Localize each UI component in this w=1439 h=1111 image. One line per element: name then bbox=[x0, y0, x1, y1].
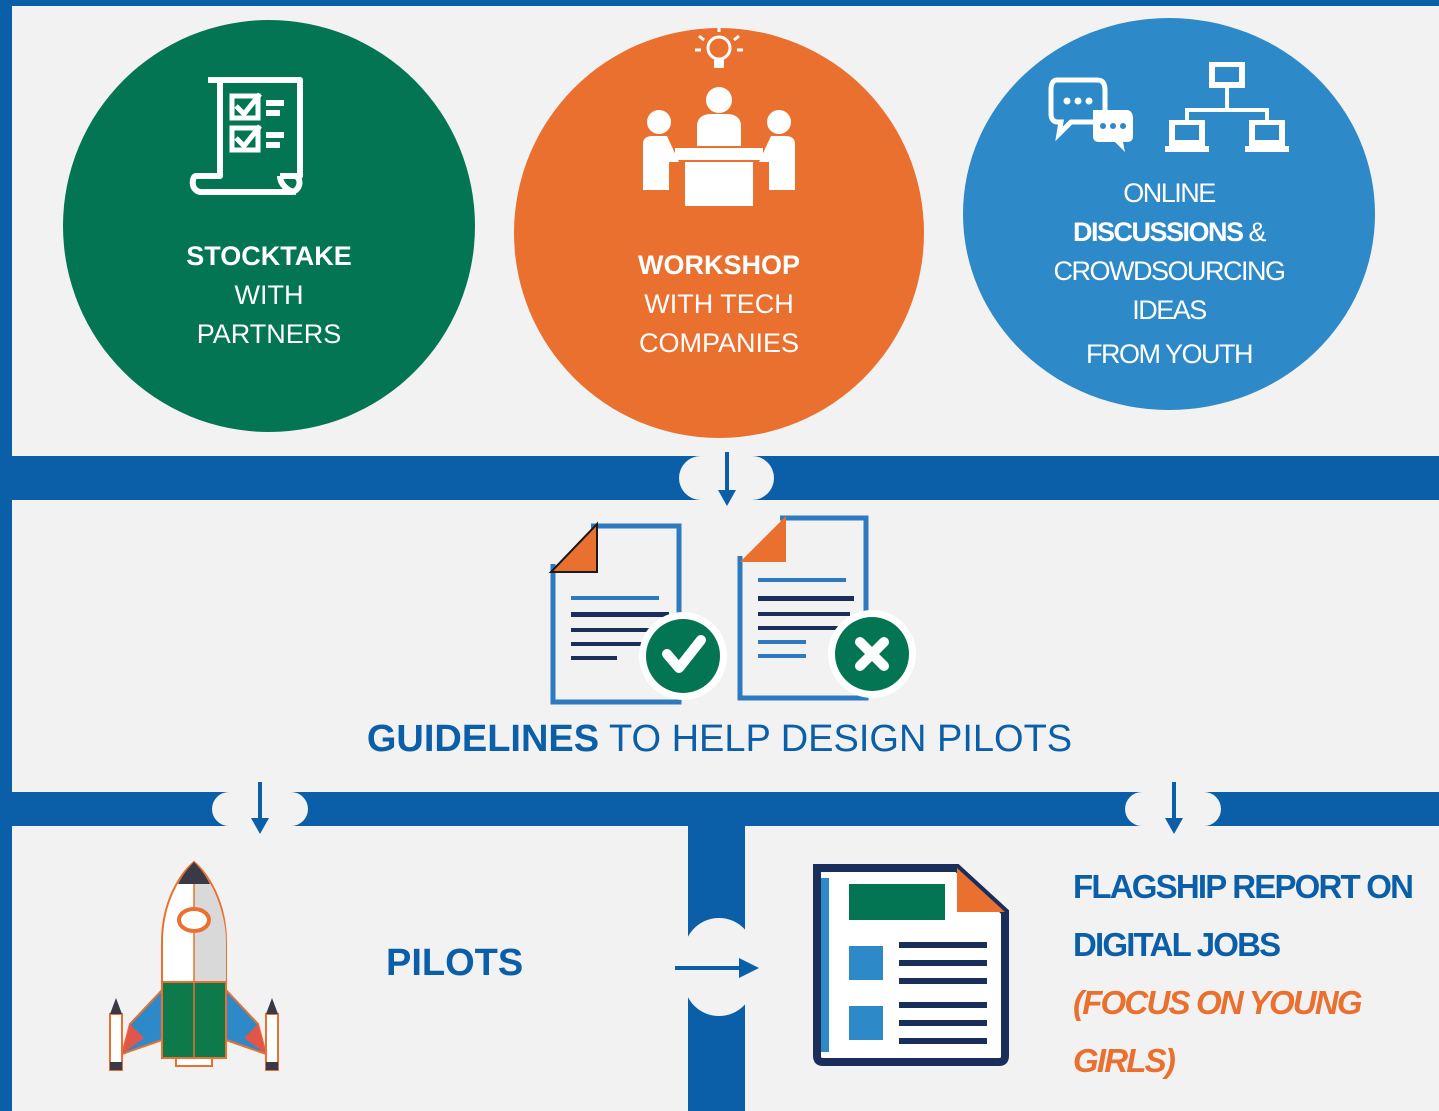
stocktake-line2: PARTNERS bbox=[196, 319, 342, 349]
online-label: ONLINE DISCUSSIONS & CROWDSOURCING IDEAS… bbox=[963, 174, 1375, 374]
workshop-line1: WITH TECH bbox=[644, 289, 794, 319]
arrow-down-left-head bbox=[251, 818, 269, 834]
workshop-line2: COMPANIES bbox=[638, 328, 800, 358]
guidelines-bold: GUIDELINES bbox=[366, 718, 600, 760]
stocktake-label: STOCKTAKE WITH PARTNERS bbox=[63, 237, 475, 354]
workshop-label: WORKSHOP WITH TECH COMPANIES bbox=[514, 246, 924, 363]
flagship-line2: DIGITAL JOBS bbox=[1073, 926, 1281, 963]
flagship-report-label: FLAGSHIP REPORT ON DIGITAL JOBS (FOCUS O… bbox=[1073, 858, 1439, 1090]
stocktake-title: STOCKTAKE bbox=[186, 241, 352, 271]
stocktake-circle: STOCKTAKE WITH PARTNERS bbox=[63, 20, 475, 432]
flagship-line3: (FOCUS ON YOUNG bbox=[1073, 984, 1363, 1021]
online-line2: DISCUSSIONS & bbox=[963, 213, 1375, 252]
arrow-down-top-head bbox=[718, 490, 736, 506]
report-icon bbox=[813, 864, 1009, 1066]
online-line3: CROWDSOURCING bbox=[1053, 256, 1287, 286]
arrow-right bbox=[675, 958, 759, 978]
flagship-line4: GIRLS) bbox=[1073, 1042, 1176, 1079]
network-icon bbox=[1165, 62, 1289, 152]
workshop-title: WORKSHOP bbox=[638, 250, 800, 280]
arrow-down-left bbox=[258, 782, 262, 818]
arrow-down-top bbox=[725, 452, 729, 492]
online-line5: FROM YOUTH bbox=[1086, 339, 1254, 369]
arrow-down-right bbox=[1172, 782, 1176, 818]
chat-bubbles-icon bbox=[1048, 77, 1133, 152]
stocktake-line1: WITH bbox=[234, 280, 304, 310]
rocket-icon bbox=[109, 860, 279, 1071]
meeting-icon bbox=[643, 87, 795, 206]
guidelines-rest: TO HELP DESIGN PILOTS bbox=[599, 718, 1073, 760]
checklist-icon bbox=[189, 77, 303, 195]
workshop-circle: WORKSHOP WITH TECH COMPANIES bbox=[514, 28, 924, 438]
online-amp: & bbox=[1242, 217, 1267, 247]
flagship-line1: FLAGSHIP REPORT ON bbox=[1073, 868, 1414, 905]
document-approved-icon bbox=[548, 521, 727, 705]
online-line1: ONLINE bbox=[1123, 178, 1216, 208]
online-line4: IDEAS bbox=[1132, 295, 1207, 325]
document-rejected-icon bbox=[737, 515, 916, 701]
lightbulb-icon bbox=[695, 28, 743, 68]
bottom-left-panel bbox=[12, 826, 688, 1111]
pilots-label: PILOTS bbox=[386, 942, 524, 984]
online-title: DISCUSSIONS bbox=[1072, 217, 1244, 247]
online-circle: ONLINE DISCUSSIONS & CROWDSOURCING IDEAS… bbox=[963, 18, 1375, 410]
arrow-down-right-head bbox=[1165, 818, 1183, 834]
guidelines-title: GUIDELINES TO HELP DESIGN PILOTS bbox=[0, 718, 1439, 761]
